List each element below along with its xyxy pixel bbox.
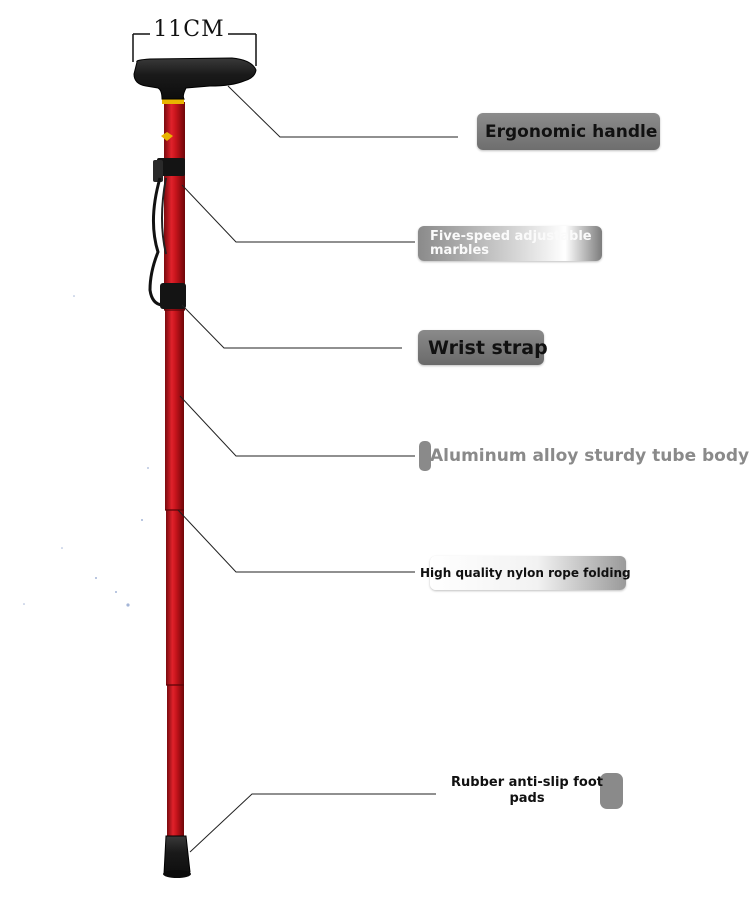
label-wrist-strap: Wrist strap — [418, 330, 548, 365]
label-marbles-line1: Five-speed adjustable — [430, 228, 592, 244]
background-specks — [23, 295, 149, 607]
leader-lines — [177, 85, 458, 853]
badge-icon — [161, 132, 173, 141]
label-ergonomic-handle-text: Ergonomic handle — [485, 121, 658, 142]
dimension-bracket — [132, 33, 257, 66]
dimension-label: 11CM — [153, 17, 225, 42]
cane-tube — [162, 97, 185, 840]
label-wrist-strap-text: Wrist strap — [428, 336, 548, 359]
label-nylon-rope-text: High quality nylon rope folding — [420, 566, 631, 580]
label-foot-pads-tab — [600, 773, 623, 809]
gold-ring — [162, 97, 184, 104]
ergonomic-handle — [133, 57, 257, 100]
label-ergonomic-handle: Ergonomic handle — [477, 113, 660, 150]
label-tube-body-tab — [419, 441, 431, 471]
label-marbles-line2: marbles — [430, 242, 490, 258]
label-nylon-rope: High quality nylon rope folding — [420, 556, 631, 590]
wrist-strap — [148, 158, 186, 309]
label-tube-body: Aluminum alloy sturdy tube body — [430, 446, 750, 466]
label-foot-pads: Rubber anti-slip foot pads — [451, 775, 603, 806]
label-adjustable-marbles: Five-speed adjustable marbles — [418, 226, 602, 261]
